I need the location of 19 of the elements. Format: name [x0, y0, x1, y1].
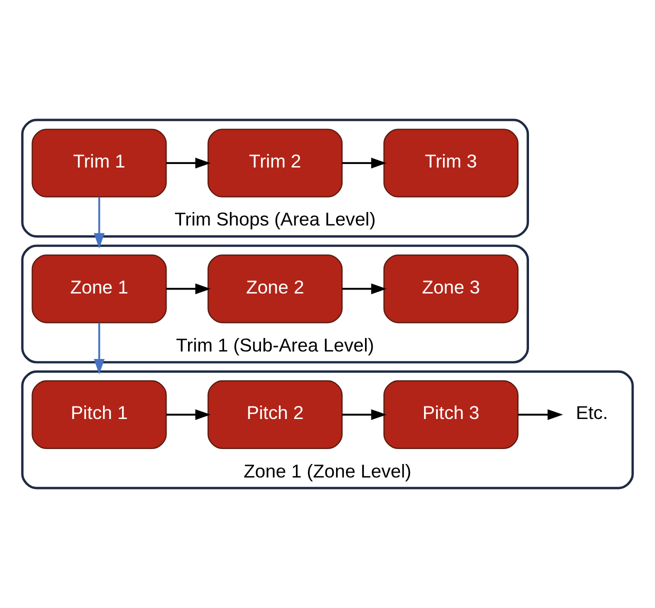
arrow [166, 283, 211, 294]
node-box: Pitch 3 [383, 380, 519, 449]
node-box: Zone 2 [208, 254, 343, 324]
node-box: Pitch 2 [208, 380, 343, 449]
node-box: Zone 3 [383, 254, 519, 324]
node-box: Trim 3 [383, 128, 519, 198]
arrow [166, 158, 211, 168]
arrow [342, 409, 387, 420]
node-box: Zone 1 [32, 254, 167, 324]
arrow [518, 409, 564, 420]
arrow [342, 158, 387, 168]
arrow [94, 322, 105, 374]
node-text: Etc. [576, 402, 608, 424]
node-box: Trim 2 [208, 128, 343, 198]
arrow [166, 409, 211, 420]
arrow [94, 197, 105, 249]
node-box: Trim 1 [32, 128, 167, 198]
arrow [342, 283, 387, 294]
node-box: Pitch 1 [32, 380, 167, 449]
